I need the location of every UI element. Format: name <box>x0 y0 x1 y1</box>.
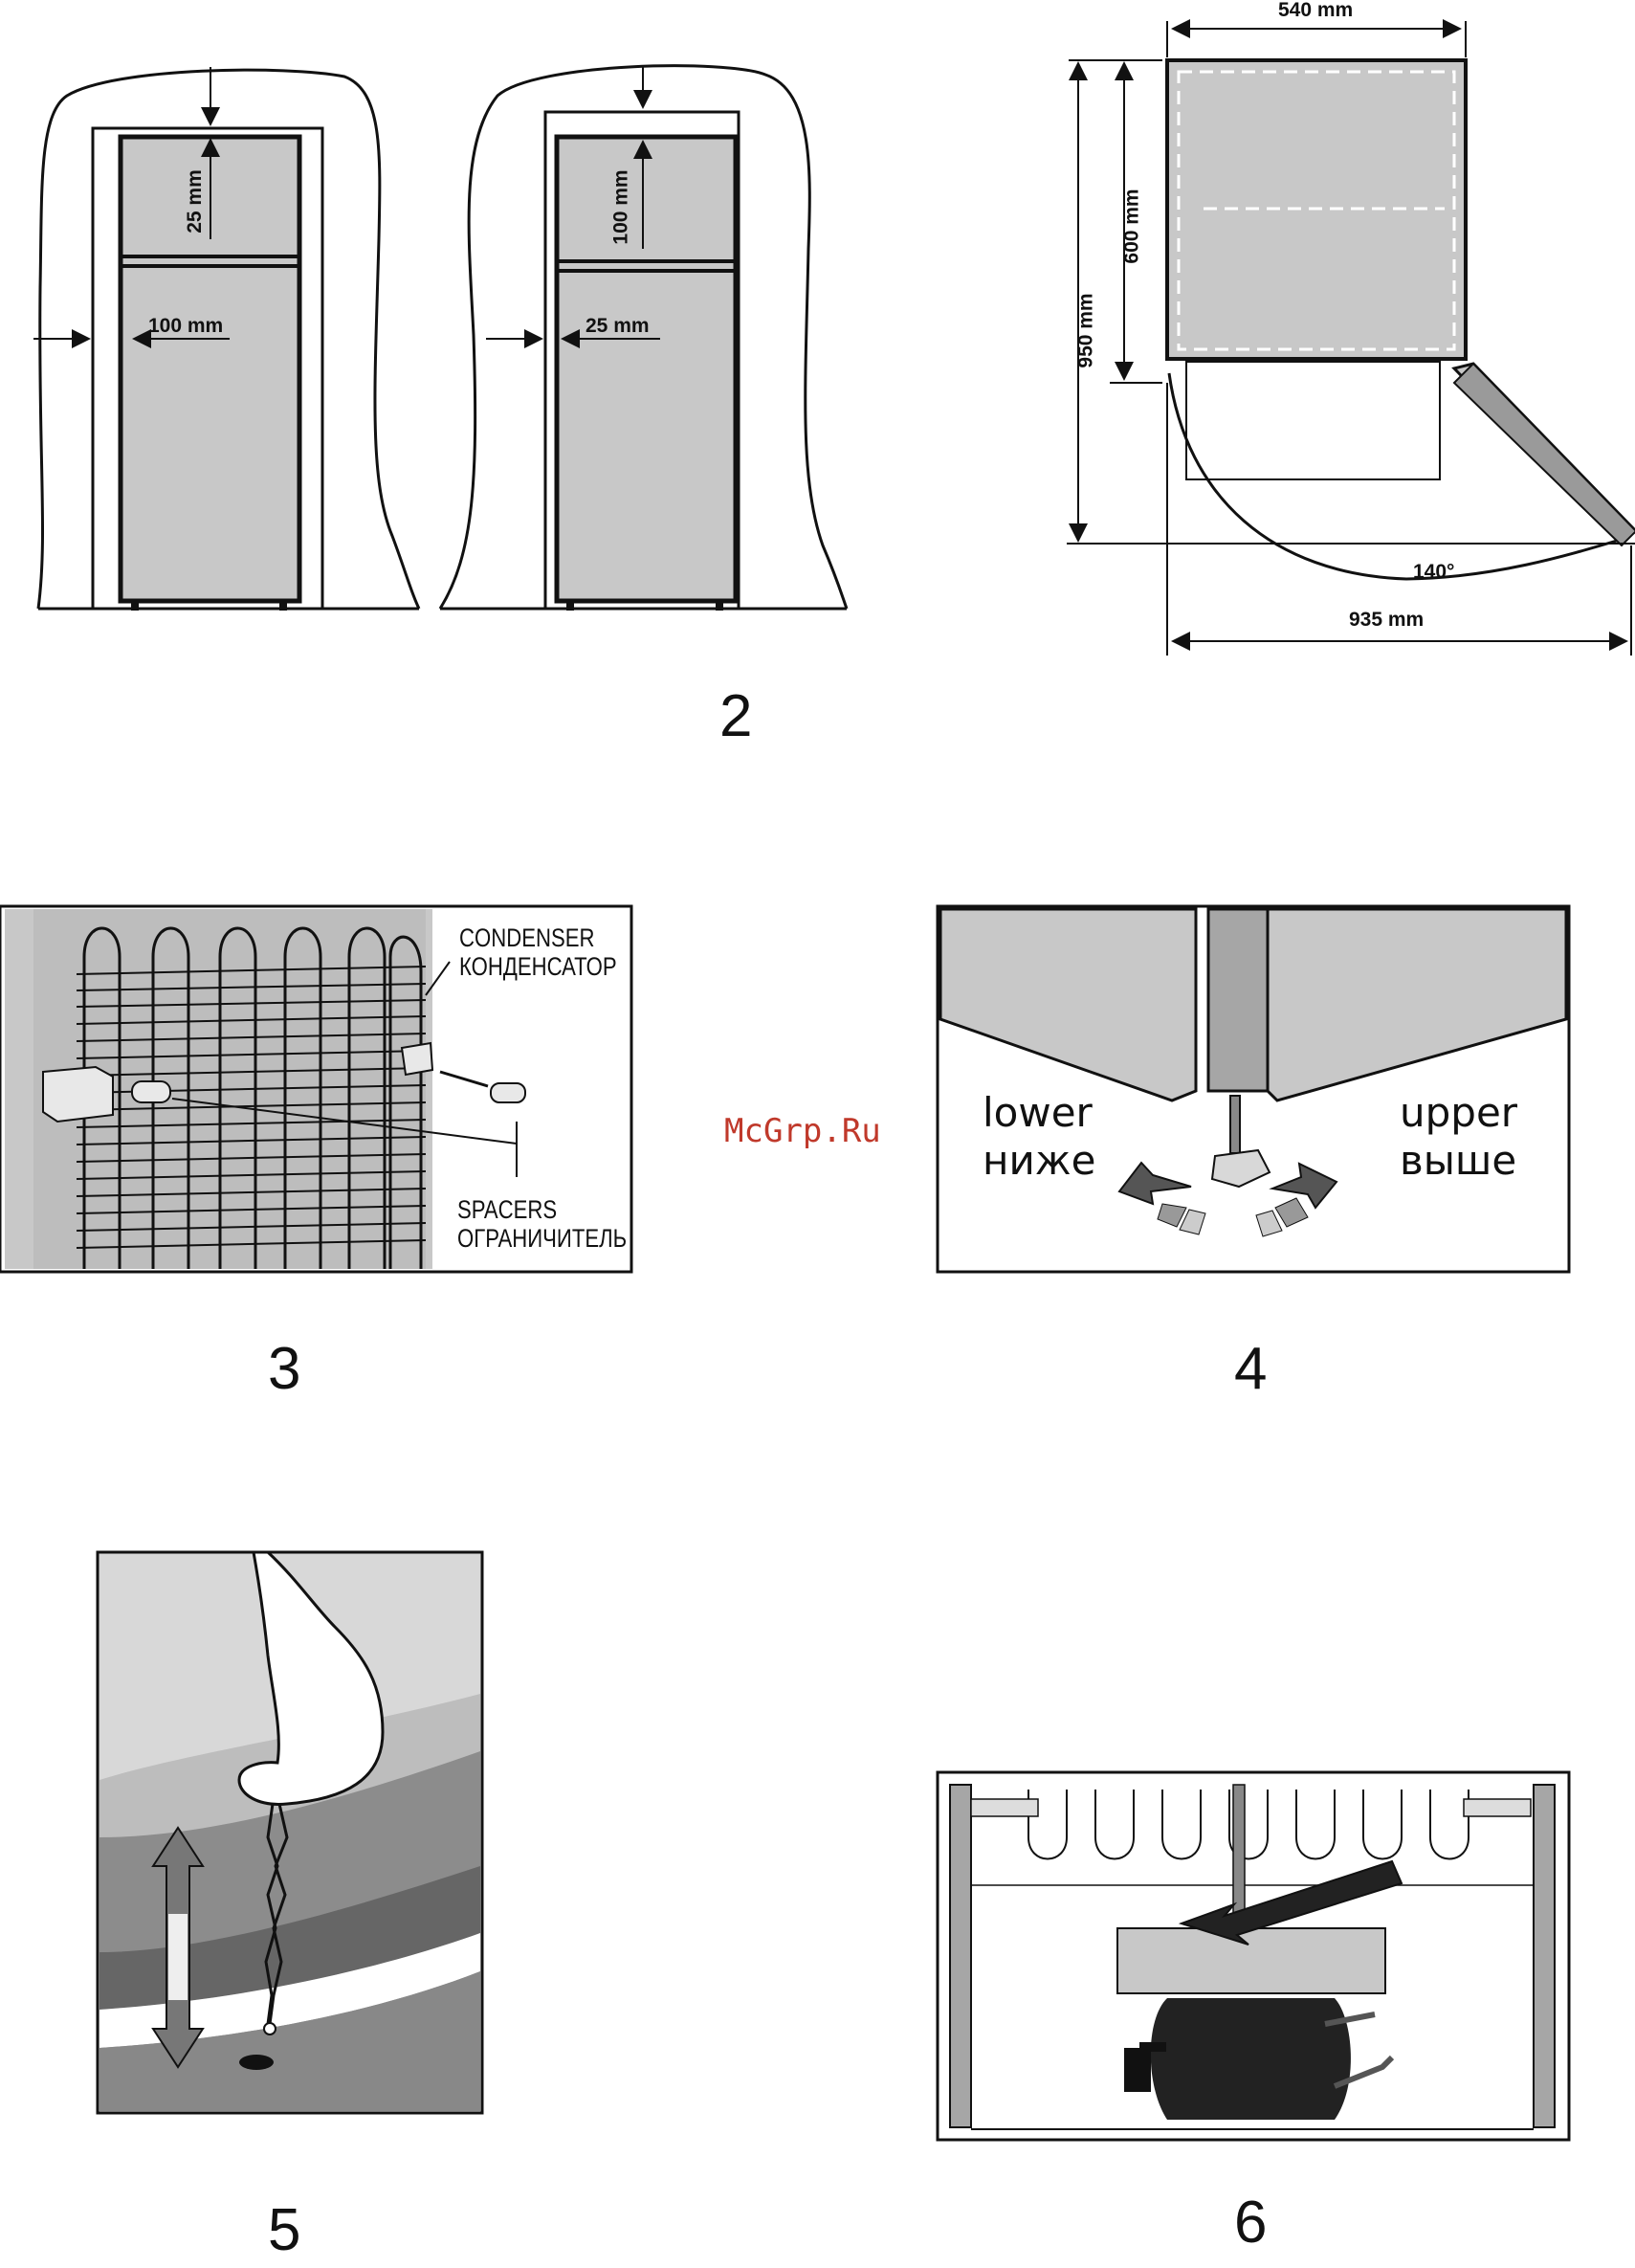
depth-dimension-label: 600 mm <box>1122 189 1142 263</box>
right-side-gap-label: 25 mm <box>586 316 650 336</box>
figure-2: 25 mm 100 mm 100 mm 25 mm 540 mm 600 mm … <box>0 0 1635 766</box>
figure-3: CONDENSER КОНДЕНСАТОР SPACERS ОГРАНИЧИТЕ… <box>0 900 641 1378</box>
spacers-label-ru: ОГРАНИЧИТЕЛЬ <box>457 1225 627 1252</box>
lower-label-ru: ниже <box>983 1137 1095 1185</box>
upper-label-en: upper <box>1400 1089 1517 1137</box>
figure-6: 6 <box>933 1770 1583 2267</box>
figure-5: 5 <box>96 1550 497 2268</box>
figure-2-number: 2 <box>719 687 752 746</box>
right-top-gap-label: 100 mm <box>611 169 631 244</box>
total-depth-label: 935 mm <box>1349 610 1424 630</box>
figure-4: lower ниже upper выше 4 <box>933 900 1583 1378</box>
fridge-right <box>557 137 736 601</box>
hand-icon <box>96 1550 497 2268</box>
figure-2-drawing <box>0 0 1635 766</box>
condenser-label-en: CONDENSER <box>459 924 594 951</box>
condenser-label-ru: КОНДЕНСАТОР <box>459 953 617 980</box>
lower-label-en: lower <box>983 1089 1093 1137</box>
upper-label-ru: выше <box>1400 1137 1516 1185</box>
figure-3-number: 3 <box>268 1340 300 1399</box>
width-dimension-label: 540 mm <box>1278 0 1353 20</box>
figure-5-number: 5 <box>268 2201 300 2260</box>
door-angle-label: 140° <box>1413 562 1454 582</box>
height-dimension-label: 950 mm <box>1076 293 1096 367</box>
figure-6-number: 6 <box>1234 2193 1267 2253</box>
left-side-gap-label: 100 mm <box>148 316 223 336</box>
left-top-gap-label: 25 mm <box>185 169 205 233</box>
figure-4-number: 4 <box>1234 1340 1267 1399</box>
spacers-label-en: SPACERS <box>457 1196 557 1223</box>
watermark: McGrp.Ru <box>724 1112 881 1150</box>
